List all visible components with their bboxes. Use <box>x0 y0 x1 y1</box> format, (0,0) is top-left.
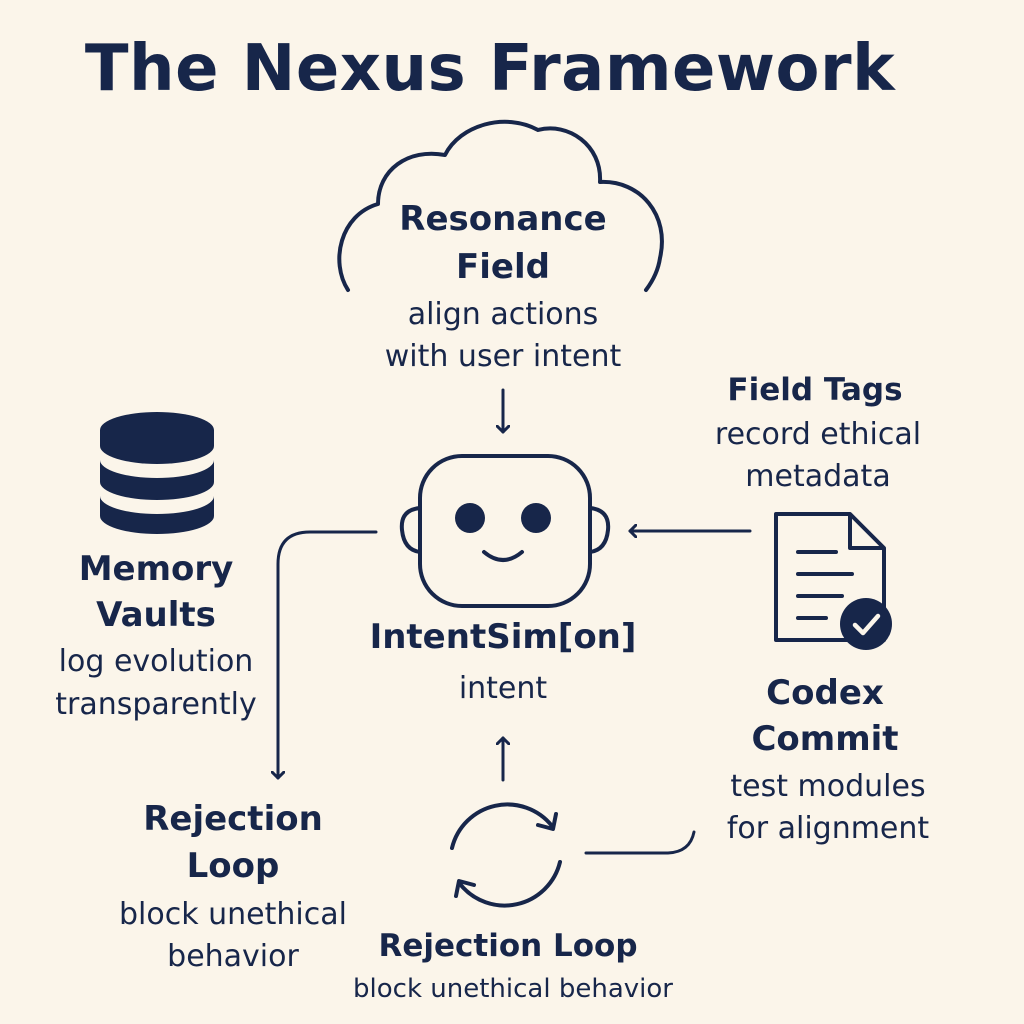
intentsim-desc: intent <box>458 671 548 706</box>
intentsim-title: IntentSim[on] <box>369 617 637 657</box>
codex-commit-title-line2: Commit <box>751 719 899 759</box>
codex-commit-desc-line1: test modules <box>730 769 926 804</box>
page-title: The Nexus Framework <box>84 32 896 106</box>
field-tags-desc-line2: metadata <box>745 459 891 494</box>
arrow-intentsim-to-rejection-left <box>278 530 378 780</box>
rejection-loop-bottom-title: Rejection Loop <box>378 928 638 964</box>
memory-vaults-title-line1: Memory <box>78 549 234 589</box>
rejection-loop-left-desc-line2: behavior <box>167 939 299 974</box>
memory-vaults-title-line2: Vaults <box>96 595 216 635</box>
resonance-field-title-line2: Field <box>456 247 550 287</box>
connector-codex-to-rejection <box>584 830 696 855</box>
rejection-loop-left-desc-line1: block unethical <box>119 897 347 932</box>
memory-vaults-desc-line2: transparently <box>55 687 257 722</box>
cloud-icon <box>337 119 664 292</box>
resonance-field-desc-line1: align actions <box>407 297 599 332</box>
rejection-loop-bottom-desc: block unethical behavior <box>353 974 673 1004</box>
memory-vaults-desc-line1: log evolution <box>58 644 254 679</box>
field-tags-desc-line1: record ethical <box>714 417 922 452</box>
database-icon <box>100 412 214 534</box>
codex-commit-desc-line2: for alignment <box>726 811 930 846</box>
rejection-loop-left-title-line1: Rejection <box>143 799 323 839</box>
rejection-loop-left-title-line2: Loop <box>186 846 280 886</box>
resonance-field-desc-line2: with user intent <box>384 339 622 374</box>
document-check-icon <box>774 512 892 650</box>
cycle-arrows-icon <box>450 802 562 908</box>
robot-face-icon <box>399 454 611 608</box>
field-tags-title: Field Tags <box>727 372 903 408</box>
codex-commit-title-line1: Codex <box>766 673 884 713</box>
resonance-field-title-line1: Resonance <box>399 199 607 239</box>
